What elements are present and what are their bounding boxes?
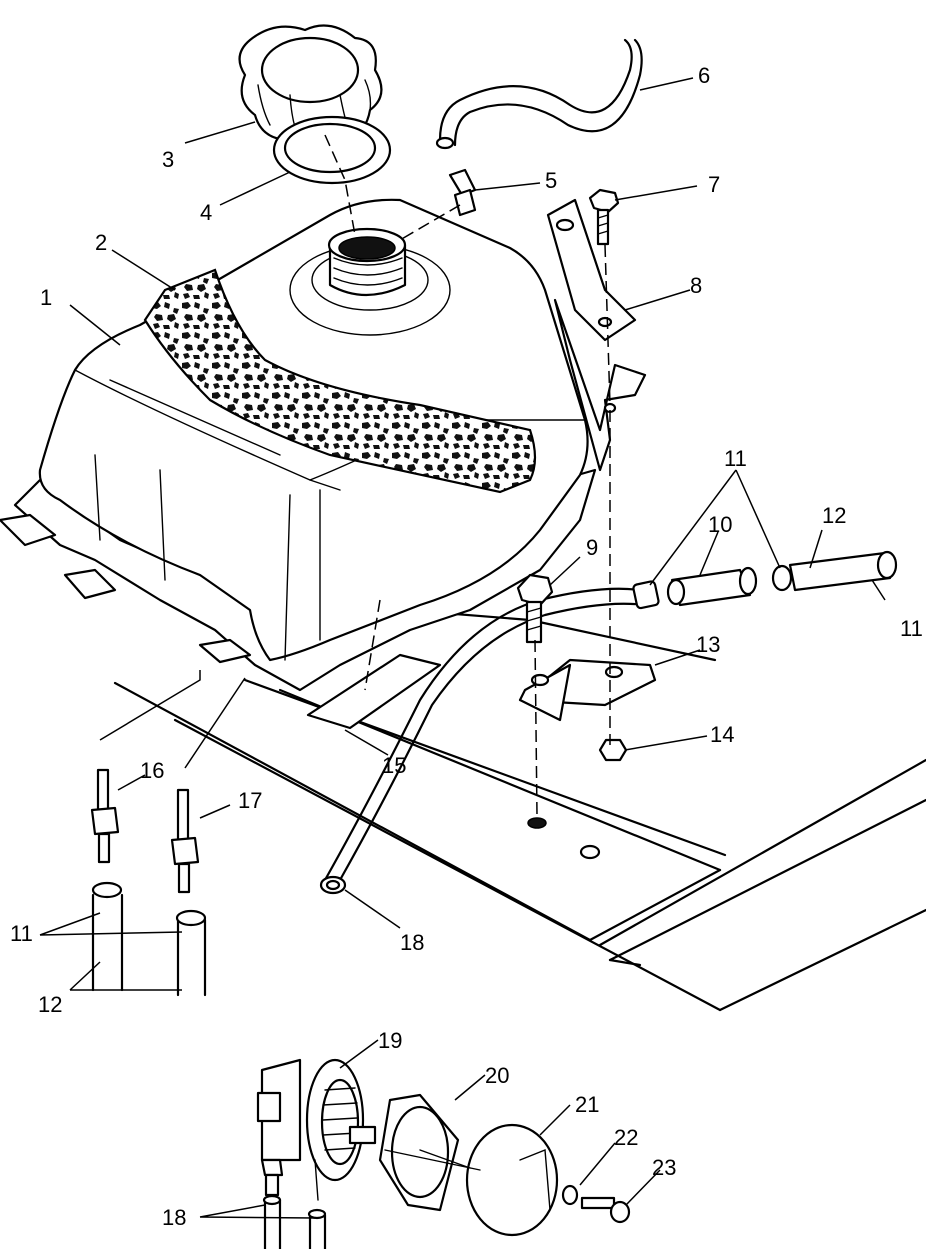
callout-11c: 11 [10, 921, 33, 946]
callout-20: 20 [485, 1063, 509, 1088]
cap-gasket [272, 115, 392, 185]
vent-hose [438, 38, 633, 142]
hose-12-right [788, 550, 898, 592]
callout-21: 21 [575, 1092, 599, 1117]
callout-labels: 1 2 3 4 5 6 7 8 9 10 11 12 11 13 14 15 1… [10, 63, 923, 1230]
callout-2: 2 [95, 230, 107, 255]
callout-15: 15 [382, 753, 406, 778]
hose-clamp-right [771, 564, 793, 592]
callout-22: 22 [614, 1125, 638, 1150]
callout-18b: 18 [162, 1205, 186, 1230]
callout-12a: 12 [822, 503, 846, 528]
washer-22 [561, 1184, 579, 1206]
hose-12-left [91, 881, 207, 997]
tank-bracket [546, 198, 647, 472]
fuel-line-18 [323, 587, 642, 882]
pump-hoses-18 [262, 1194, 327, 1249]
callout-7: 7 [708, 172, 720, 197]
diaphragm-20 [378, 1093, 460, 1212]
callout-4: 4 [200, 200, 212, 225]
callout-3: 3 [162, 147, 174, 172]
callout-11b: 11 [900, 616, 923, 641]
leader-lines [39, 77, 886, 1219]
callout-23: 23 [652, 1155, 676, 1180]
fuel-pump-19 [256, 1058, 377, 1201]
callout-12b: 12 [38, 992, 62, 1017]
fitting-17 [170, 788, 200, 894]
callout-16: 16 [140, 758, 164, 783]
pad-15 [306, 653, 442, 730]
callout-18a: 18 [400, 930, 424, 955]
callout-10: 10 [708, 512, 732, 537]
callout-17: 17 [238, 788, 262, 813]
callout-19: 19 [378, 1028, 402, 1053]
callout-8: 8 [690, 273, 702, 298]
camo-pad [143, 268, 537, 494]
bolt-7 [588, 188, 620, 246]
fuel-filter [666, 566, 758, 607]
fuel-clamp-line-end [319, 875, 347, 895]
bolt-9 [516, 573, 554, 644]
assembly-lines [324, 134, 611, 1171]
callout-1: 1 [40, 285, 52, 310]
callout-14: 14 [710, 722, 734, 747]
chassis-tunnel [113, 610, 926, 1012]
pump-cover-21 [465, 1123, 559, 1237]
mount-bracket-13 [518, 658, 657, 722]
callout-5: 5 [545, 168, 557, 193]
screw-23 [580, 1196, 631, 1224]
callout-6: 6 [698, 63, 710, 88]
callout-13: 13 [696, 632, 720, 657]
callout-11a: 11 [724, 446, 747, 471]
callout-9: 9 [586, 535, 598, 560]
fitting-16 [90, 768, 120, 864]
nut-14 [598, 738, 628, 762]
